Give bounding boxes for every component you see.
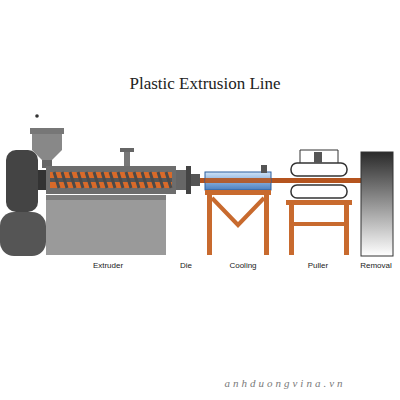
screw-flight [126, 172, 131, 188]
part-label: Die [180, 262, 192, 271]
screw-flight [78, 172, 83, 188]
extruded-product [200, 178, 362, 183]
feed-hopper [30, 114, 64, 168]
removal-unit [361, 152, 393, 256]
extrusion-die [176, 166, 200, 194]
extruder-base-top [46, 195, 166, 200]
screw-flight [86, 172, 91, 188]
screw-flight [102, 172, 107, 188]
screw-flight [62, 172, 67, 188]
part-label: Puller [308, 262, 328, 271]
screw-flight [70, 172, 75, 188]
diagram-title: Plastic Extrusion Line [129, 75, 280, 94]
part-label: Removal [360, 262, 392, 271]
screw-flight [150, 172, 155, 188]
drive-motor [0, 150, 48, 256]
extruder-base [46, 195, 166, 255]
puller-unit [286, 150, 352, 255]
part-label: Cooling [229, 262, 256, 271]
cooling-tank [205, 165, 271, 255]
screw-flight [110, 172, 115, 188]
screw-flight [158, 172, 163, 188]
extruder-barrel [46, 148, 176, 194]
screw-flight [54, 172, 59, 188]
watermark: anhduongvina.vn [224, 377, 345, 389]
screw-flight [94, 172, 99, 188]
screw-flight [118, 172, 123, 188]
screw-flight [142, 172, 147, 188]
screw-flight [134, 172, 139, 188]
part-label: Extruder [93, 262, 123, 271]
screw-flight [166, 172, 171, 188]
